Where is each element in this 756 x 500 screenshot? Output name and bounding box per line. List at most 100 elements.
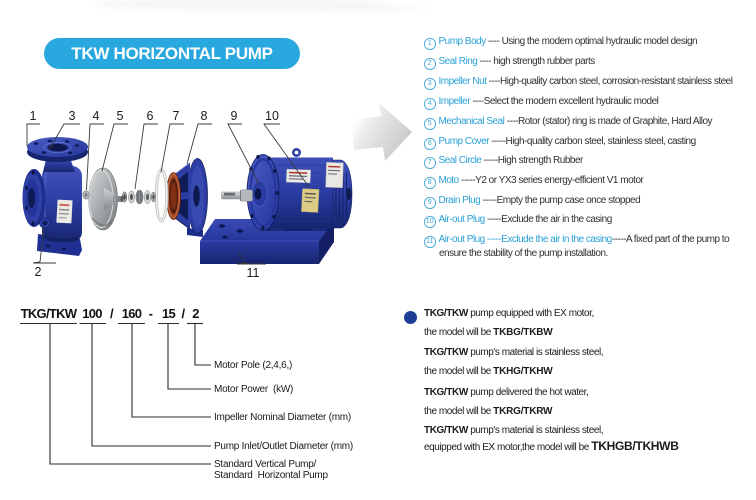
pump-cover-illustration (166, 158, 208, 237)
variant-text: the model will be (424, 406, 494, 417)
variant-text: equipped with EX motor,the model will be (424, 442, 592, 453)
part-desc: ---- Using the modern optimal hydraulic … (485, 36, 698, 47)
variant-text: the model will be (424, 327, 494, 338)
model-code-lines (20, 322, 211, 465)
variant-line-2: the model will be TKBG/TKBW (424, 327, 553, 338)
impeller-illustration (88, 167, 124, 231)
casing-label (56, 199, 73, 224)
impeller-nut-illustration (82, 190, 90, 200)
part-name: Air-out Plug -----Exclude the air in the… (438, 234, 613, 245)
arrow-icon (352, 103, 412, 161)
part-desc: -----High strength Rubber (481, 155, 584, 166)
circled-number-4: 4 (424, 98, 436, 110)
code-token-power: 15 (161, 306, 176, 321)
variant-bold: TKG/TKW (424, 425, 468, 436)
part-desc: -----A fixed part of the pump to ensure … (439, 234, 730, 259)
callout-9: 9 (231, 109, 238, 123)
page-title: TKW HORIZONTAL PUMP (71, 43, 273, 63)
shaft-illustration (221, 189, 253, 202)
motor-illustration (246, 148, 353, 231)
callout-7: 7 (173, 109, 180, 123)
callout-leader-lines (26, 123, 310, 265)
part-name: Seal Circle (438, 155, 482, 166)
variant-text: pump equipped with EX motor, (467, 308, 594, 319)
code-token-sep3: / (181, 306, 186, 321)
part-name: Pump Body (438, 36, 487, 47)
variant-bold: TKG/TKW (424, 387, 468, 398)
code-token-impeller: 160 (121, 306, 142, 321)
part-name: Pump Cover (438, 136, 490, 147)
variant-model: TKRG/TKRW (493, 406, 553, 417)
callout-10: 10 (265, 109, 279, 123)
scan-smudge (90, 0, 430, 13)
variant-text: the model will be (424, 366, 494, 377)
mechanical-seal-illustration (121, 189, 156, 205)
part-desc: ----Rotor (stator) ring is made of Graph… (504, 116, 713, 127)
variant-line-6: the model will be TKRG/TKRW (424, 406, 552, 417)
variant-line-3: TKG/TKW pump's material is stainless ste… (424, 347, 604, 358)
seal-circle-illustration (154, 168, 169, 223)
code-token-sep2: - (148, 306, 153, 321)
part-desc: ----Select the modern excellent hydrauli… (470, 96, 659, 107)
title-banner: TKW HORIZONTAL PUMP (44, 38, 300, 69)
part-name: Seal Ring (438, 56, 478, 67)
callout-1: 1 (30, 109, 37, 123)
callout-2: 2 (35, 265, 42, 279)
circled-number-8: 8 (424, 177, 436, 189)
part-desc: ---- high strength rubber parts (477, 56, 596, 67)
part-desc: -----Exclude the air in the casing (484, 214, 612, 225)
circled-number-6: 6 (424, 138, 436, 150)
code-label-impeller-diameter: Impeller Nominal Diameter (mm) (214, 412, 351, 423)
circled-number-1: 1 (424, 38, 436, 50)
code-label-motor-pole: Motor Pole (2,4,6,) (214, 360, 293, 371)
circled-number-11: 11 (424, 236, 436, 248)
part-desc: ----High-quality carbon steel, corrosion… (486, 76, 733, 87)
code-token-pole: 2 (192, 306, 199, 321)
circled-number-2: 2 (424, 58, 436, 70)
circled-number-10: 10 (424, 216, 436, 228)
code-label-inlet-diameter: Pump Inlet/Outlet Diameter (mm) (214, 441, 353, 452)
circled-number-5: 5 (424, 118, 436, 130)
code-token-sep1: / (110, 306, 114, 321)
pump-casing-illustration (22, 137, 88, 256)
variant-line-8: equipped with EX motor,the model will be… (424, 439, 679, 453)
callout-8: 8 (201, 109, 208, 123)
callout-5: 5 (117, 109, 124, 123)
callout-11: 11 (247, 266, 260, 280)
code-label-motor-power: Motor Power (kW) (214, 384, 294, 395)
variant-model: TKHGB/TKHWB (591, 439, 679, 453)
variant-text: pump's material is stainless steel, (467, 347, 604, 358)
variant-model: TKHG/TKHW (493, 366, 553, 377)
code-label-pump-type: Standard Vertical Pump/ Standard Horizon… (214, 459, 328, 481)
callout-4: 4 (93, 109, 100, 123)
variant-bold: TKG/TKW (424, 347, 468, 358)
lifting-eye-icon (291, 148, 301, 158)
variant-model: TKBG/TKBW (493, 327, 553, 338)
part-desc: -----Empty the pump case once stopped (480, 195, 641, 206)
code-token-inlet: 100 (82, 306, 102, 321)
callout-6: 6 (147, 109, 154, 123)
part-name: Moto (438, 175, 460, 186)
part-desc: -----High-quality carbon steel, stainles… (489, 136, 696, 147)
callout-numbers: 1 3 4 5 6 7 8 9 10 2 11 (30, 109, 279, 280)
variant-text: pump delivered the hot water, (467, 387, 589, 398)
callout-3: 3 (69, 109, 76, 123)
variant-line-7: TKG/TKW pump's material is stainless ste… (424, 425, 604, 436)
variant-line-5: TKG/TKW pump delivered the hot water, (424, 387, 589, 398)
part-name: Impeller (438, 96, 471, 107)
part-desc: -----Y2 or YX3 series energy-efficient V… (458, 175, 644, 186)
circled-number-3: 3 (424, 78, 436, 90)
